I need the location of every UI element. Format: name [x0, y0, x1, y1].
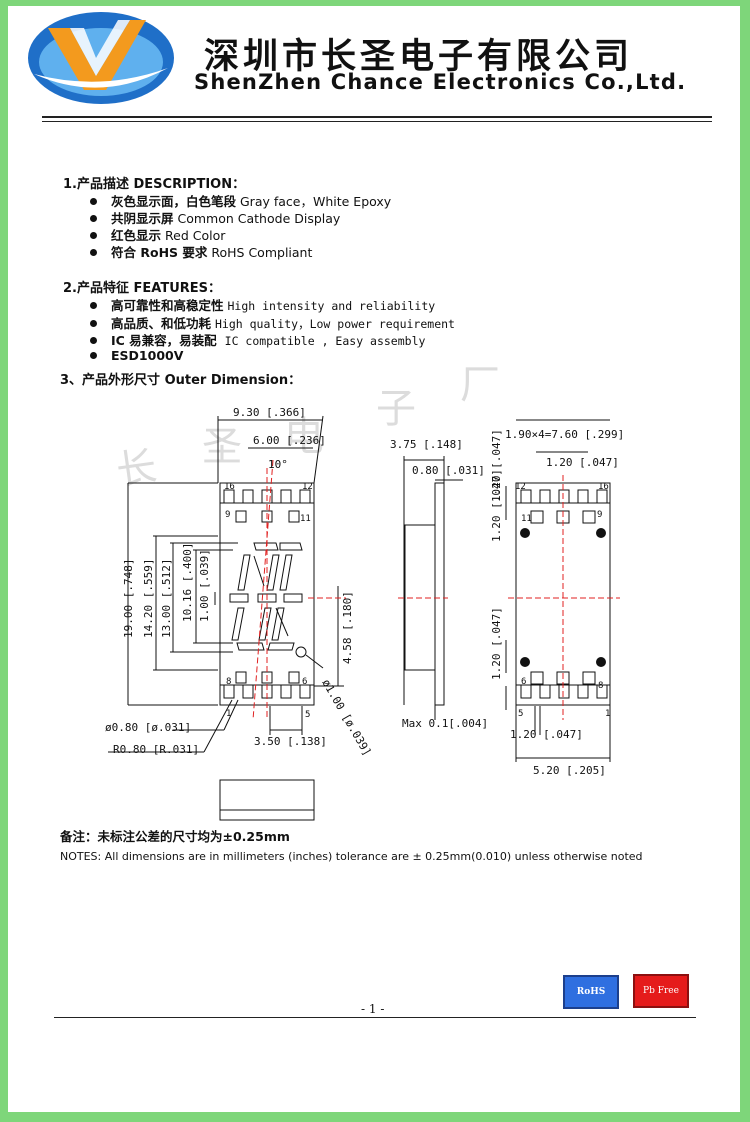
svg-text:ø1.00 [ø.039]: ø1.00 [ø.039]: [319, 677, 373, 758]
outer-dimension-drawing: 9.30 [.366] 6.00 [.236] 10° 16 12 9 11 8…: [105, 406, 624, 821]
bullet-icon: [90, 302, 97, 309]
company-name-en: ShenZhen Chance Electronics Co.,Ltd.: [194, 70, 687, 94]
description-item: 红色显示 Red Color: [90, 225, 225, 244]
decimal-point: [295, 646, 307, 658]
svg-text:1.20 [.047]: 1.20 [.047]: [510, 728, 583, 741]
svg-text:13.00 [.512]: 13.00 [.512]: [160, 559, 173, 638]
description-item: 符合 RoHS 要求 RoHS Compliant: [90, 242, 312, 261]
svg-text:1.20 [.047]: 1.20 [.047]: [490, 469, 503, 542]
watermark-char: 圣: [202, 424, 242, 470]
datasheet-page: 深圳市长圣电子有限公司 ShenZhen Chance Electronics …: [8, 6, 740, 1112]
svg-text:6: 6: [302, 677, 307, 687]
page-number: - 1 -: [361, 1002, 385, 1016]
rohs-badge: RoHS: [563, 975, 619, 1009]
feature-item: 高可靠性和高稳定性 High intensity and reliability: [90, 295, 435, 314]
svg-text:8: 8: [598, 681, 603, 691]
svg-text:1.00 [.039]: 1.00 [.039]: [198, 549, 211, 622]
svg-text:5: 5: [518, 709, 523, 719]
svg-text:0.80 [.031]: 0.80 [.031]: [412, 464, 485, 477]
svg-text:12: 12: [515, 482, 526, 492]
bullet-icon: [90, 320, 97, 327]
svg-text:5.20 [.205]: 5.20 [.205]: [533, 764, 606, 777]
svg-text:9: 9: [597, 510, 602, 520]
svg-text:1.20 [.047]: 1.20 [.047]: [546, 456, 619, 469]
header-rule: [42, 116, 712, 118]
dim-label: 6.00 [.236]: [253, 434, 326, 447]
description-item: 共阴显示屏 Common Cathode Display: [90, 208, 340, 227]
section-features-title: 2.产品特征 FEATURES：: [63, 281, 221, 296]
section-description-title: 1.产品描述 DESCRIPTION：: [63, 177, 246, 192]
svg-text:6: 6: [521, 677, 526, 687]
footer-rule: [54, 1017, 696, 1018]
svg-text:R0.80 [R.031]: R0.80 [R.031]: [113, 743, 199, 756]
description-item: 灰色显示面，白色笔段 Gray face，White Epoxy: [90, 191, 391, 210]
svg-text:1.90×4=7.60 [.299]: 1.90×4=7.60 [.299]: [505, 428, 624, 441]
bottom-view-body: [219, 779, 315, 821]
section-dimension-title: 3、产品外形尺寸 Outer Dimension：: [60, 373, 302, 388]
svg-text:4.58 [.180]: 4.58 [.180]: [341, 591, 354, 664]
svg-text:14.20 [.559]: 14.20 [.559]: [142, 559, 155, 638]
header-rule-thin: [42, 121, 712, 122]
bullet-icon: [90, 249, 97, 256]
bullet-icon: [90, 352, 97, 359]
svg-text:3.75 [.148]: 3.75 [.148]: [390, 438, 463, 451]
svg-text:1.20 [.047]: 1.20 [.047]: [490, 607, 503, 680]
svg-text:12: 12: [302, 482, 313, 492]
bullet-icon: [90, 198, 97, 205]
svg-text:16: 16: [224, 482, 235, 492]
watermark-char: 电: [284, 414, 324, 460]
side-view-body: [434, 482, 445, 706]
svg-text:10.16 [.400]: 10.16 [.400]: [181, 543, 194, 622]
svg-text:5: 5: [305, 710, 310, 720]
svg-text:1: 1: [605, 709, 610, 719]
watermark-char: 厂: [460, 362, 500, 408]
svg-text:8: 8: [226, 677, 231, 687]
svg-text:11: 11: [300, 514, 311, 524]
svg-text:Max 0.1[.004]: Max 0.1[.004]: [402, 717, 488, 730]
sixteen-segment-digit: [229, 542, 303, 651]
bullet-icon: [90, 337, 97, 344]
company-logo-icon: [28, 12, 174, 104]
svg-text:1.20 [.047]: 1.20 [.047]: [490, 429, 503, 502]
feature-item: IC 易兼容，易装配 IC compatible , Easy assembly: [90, 330, 425, 349]
notes-en: NOTES: All dimensions are in millimeters…: [60, 850, 643, 863]
feature-item: 高品质、和低功耗 High quality，Low power requirem…: [90, 313, 455, 332]
bullet-icon: [90, 232, 97, 239]
dim-label: 9.30 [.366]: [233, 406, 306, 419]
bullet-icon: [90, 215, 97, 222]
page-header: 深圳市长圣电子有限公司 ShenZhen Chance Electronics …: [8, 6, 740, 122]
svg-text:16: 16: [598, 482, 609, 492]
svg-text:1: 1: [226, 709, 231, 719]
svg-text:3.50 [.138]: 3.50 [.138]: [254, 735, 327, 748]
svg-text:9: 9: [225, 510, 230, 520]
pb-free-badge: Pb Free: [633, 974, 689, 1008]
svg-text:ø0.80 [ø.031]: ø0.80 [ø.031]: [105, 721, 191, 734]
company-name-cn: 深圳市长圣电子有限公司: [204, 37, 634, 77]
notes-cn: 备注：未标注公差的尺寸均为±0.25mm: [60, 829, 290, 844]
svg-text:11: 11: [521, 514, 532, 524]
watermark-char: 子: [376, 386, 416, 432]
feature-item: ESD1000V: [90, 348, 183, 363]
svg-text:19.00 [.748]: 19.00 [.748]: [122, 559, 135, 638]
dim-label: 10°: [268, 458, 288, 471]
